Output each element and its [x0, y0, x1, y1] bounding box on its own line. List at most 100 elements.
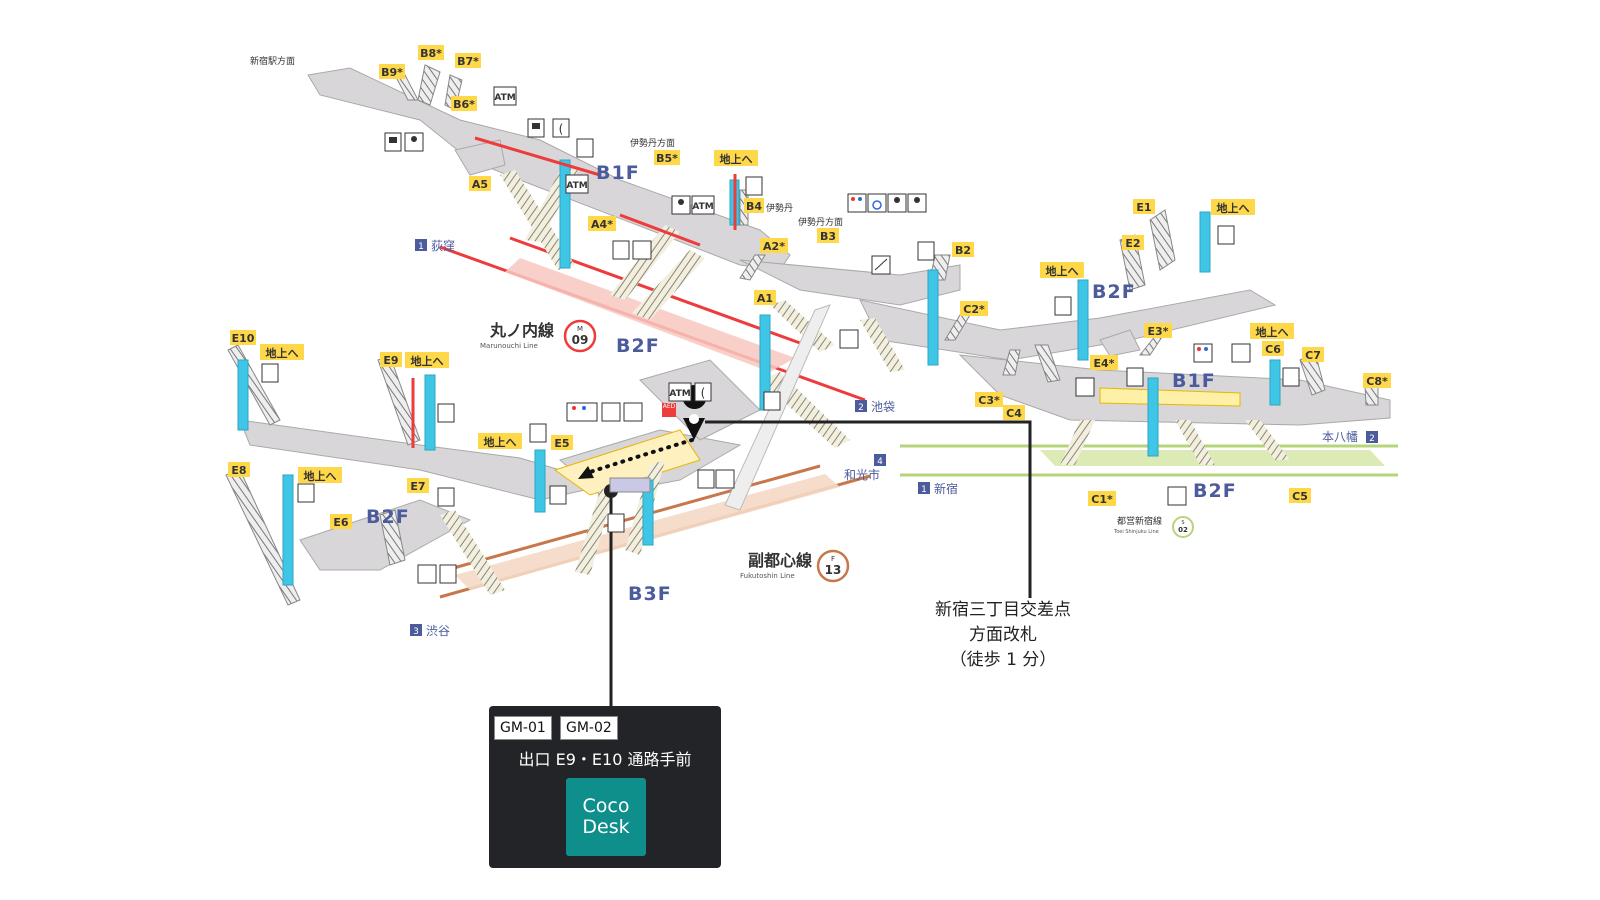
svg-text:C6: C6	[1265, 343, 1281, 356]
svg-text:1: 1	[418, 242, 424, 252]
to-ground-label: 地上へ	[1256, 325, 1289, 339]
exit-c1: C1*	[1088, 491, 1116, 506]
floor-b1f: B1F	[1172, 370, 1216, 392]
wheelchair-icon	[867, 193, 887, 213]
floor-b2f: B2F	[1092, 281, 1136, 303]
fare-adjust-icon	[437, 403, 455, 423]
svg-text:E5: E5	[554, 437, 569, 450]
exit-b8: B8*	[418, 45, 444, 60]
exit-e5: E5	[551, 435, 573, 450]
svg-text:Toei Shinjuku Line: Toei Shinjuku Line	[1113, 529, 1159, 535]
fare-adjust-icon	[576, 138, 594, 158]
svg-text:池袋: 池袋	[871, 400, 895, 414]
walking-route	[578, 438, 694, 479]
customer-service-icon	[417, 564, 437, 584]
restroom-icon	[847, 193, 867, 213]
ticket-machine-icon	[384, 132, 402, 152]
gate-area-highlight	[553, 429, 701, 496]
svg-text:E3*: E3*	[1148, 325, 1169, 338]
svg-text:C4: C4	[1006, 407, 1022, 420]
callout-line-1: 新宿三丁目交差点	[935, 600, 1071, 620]
fare-adjust-icon	[1282, 367, 1300, 387]
exit-a5: A5	[469, 176, 491, 191]
svg-text:丸ノ内線: 丸ノ内線	[489, 321, 554, 340]
svg-text:E9: E9	[383, 354, 398, 367]
facility-icons: ( (	[261, 118, 1300, 584]
exit-e2: E2	[1122, 235, 1144, 250]
atm-labels: ATM ATM ATM ATM AED	[493, 86, 715, 417]
atm-label: ATM	[494, 93, 515, 103]
exit-b6: B6*	[451, 96, 477, 111]
ticket-machine-icon	[527, 118, 545, 138]
booth-base	[609, 477, 651, 493]
booth-id-tag: GM-02	[560, 716, 618, 740]
exit-c2: C2*	[960, 301, 988, 316]
svg-text:13: 13	[825, 563, 842, 577]
exit-b7: B7*	[455, 53, 481, 68]
baby-icon	[1231, 343, 1251, 363]
svg-text:B7*: B7*	[457, 55, 479, 68]
red-route-lines	[411, 136, 737, 448]
svg-text:F: F	[831, 555, 835, 563]
customer-service-icon	[715, 469, 735, 489]
gate-callout: 新宿三丁目交差点 方面改札 （徒歩 1 分）	[918, 598, 1088, 673]
ticket-machine-icon	[437, 487, 455, 507]
svg-text:都営新宿線: 都営新宿線	[1117, 515, 1162, 527]
svg-text:A4*: A4*	[591, 218, 613, 231]
floor-labels: B1F B2F B2F B1F B2F B2F B3F	[366, 162, 1236, 605]
svg-text:4: 4	[877, 457, 883, 467]
phone-icon: (	[694, 382, 712, 402]
direction-shibuya: 3 渋谷	[410, 624, 450, 638]
svg-text:C5: C5	[1292, 490, 1308, 503]
ticket-machine-icon	[697, 469, 715, 489]
direction-isetan: 伊勢丹方面	[798, 216, 843, 228]
fare-adjust-icon	[917, 241, 935, 261]
svg-text:B4: B4	[746, 200, 762, 213]
customer-service-icon	[671, 195, 691, 215]
to-ground-label: 地上へ	[266, 346, 299, 360]
svg-text:B2: B2	[955, 244, 971, 257]
exit-c7: C7	[1302, 347, 1324, 362]
fare-adjust-icon	[763, 391, 781, 411]
svg-text:E2: E2	[1125, 237, 1140, 250]
svg-text:Fukutoshin Line: Fukutoshin Line	[740, 572, 795, 580]
to-ground-label: 地上へ	[720, 152, 753, 166]
svg-text:C1*: C1*	[1091, 493, 1113, 506]
fare-adjust-icon	[1126, 367, 1144, 387]
svg-text:E6: E6	[333, 516, 349, 529]
svg-text:S: S	[1181, 520, 1184, 526]
fare-adjust-icon	[529, 423, 547, 443]
callout-line-3: （徒歩 1 分）	[949, 650, 1057, 670]
to-ground-label: 地上へ	[1217, 201, 1250, 215]
svg-text:C7: C7	[1305, 349, 1321, 362]
floor-b2f: B2F	[616, 335, 660, 357]
exit-e8: E8	[228, 462, 250, 477]
aed-label: AED	[663, 403, 676, 410]
svg-text:M: M	[577, 325, 583, 333]
direction-wakoshi: 4 和光市	[844, 454, 886, 482]
nursing-room-icon	[907, 193, 927, 213]
svg-text:2: 2	[1369, 434, 1375, 444]
nursing-room-icon	[623, 402, 643, 422]
svg-text:E4*: E4*	[1094, 357, 1115, 370]
direction-labels: 新宿駅方面 伊勢丹方面 伊勢丹 伊勢丹方面 1 荻窪 2 池袋 4 和光市 3 …	[250, 55, 1378, 638]
exit-a1: A1	[754, 290, 776, 305]
svg-text:09: 09	[572, 333, 589, 347]
svg-text:E1: E1	[1136, 201, 1151, 214]
exit-b2: B2	[952, 242, 974, 257]
booth-info-box: GM-01 GM-02 出口 E9・E10 通路手前 Coco Desk	[489, 706, 721, 868]
svg-text:A2*: A2*	[763, 240, 785, 253]
svg-text:02: 02	[1178, 526, 1188, 534]
svg-text:荻窪: 荻窪	[431, 238, 455, 253]
svg-text:B6*: B6*	[453, 98, 475, 111]
direction-shinjuku: 1 新宿	[918, 481, 958, 496]
fare-adjust-icon	[607, 513, 625, 533]
baby-icon	[887, 193, 907, 213]
fukutoshin-line-label: 副都心線 Fukutoshin Line F 13	[740, 549, 850, 583]
fare-adjust-icon	[1054, 296, 1072, 316]
svg-text:Marunouchi Line: Marunouchi Line	[480, 342, 538, 350]
svg-text:B5*: B5*	[656, 152, 678, 165]
direction-isetan-store: 伊勢丹	[766, 202, 793, 214]
exit-b4: B4	[744, 198, 764, 213]
